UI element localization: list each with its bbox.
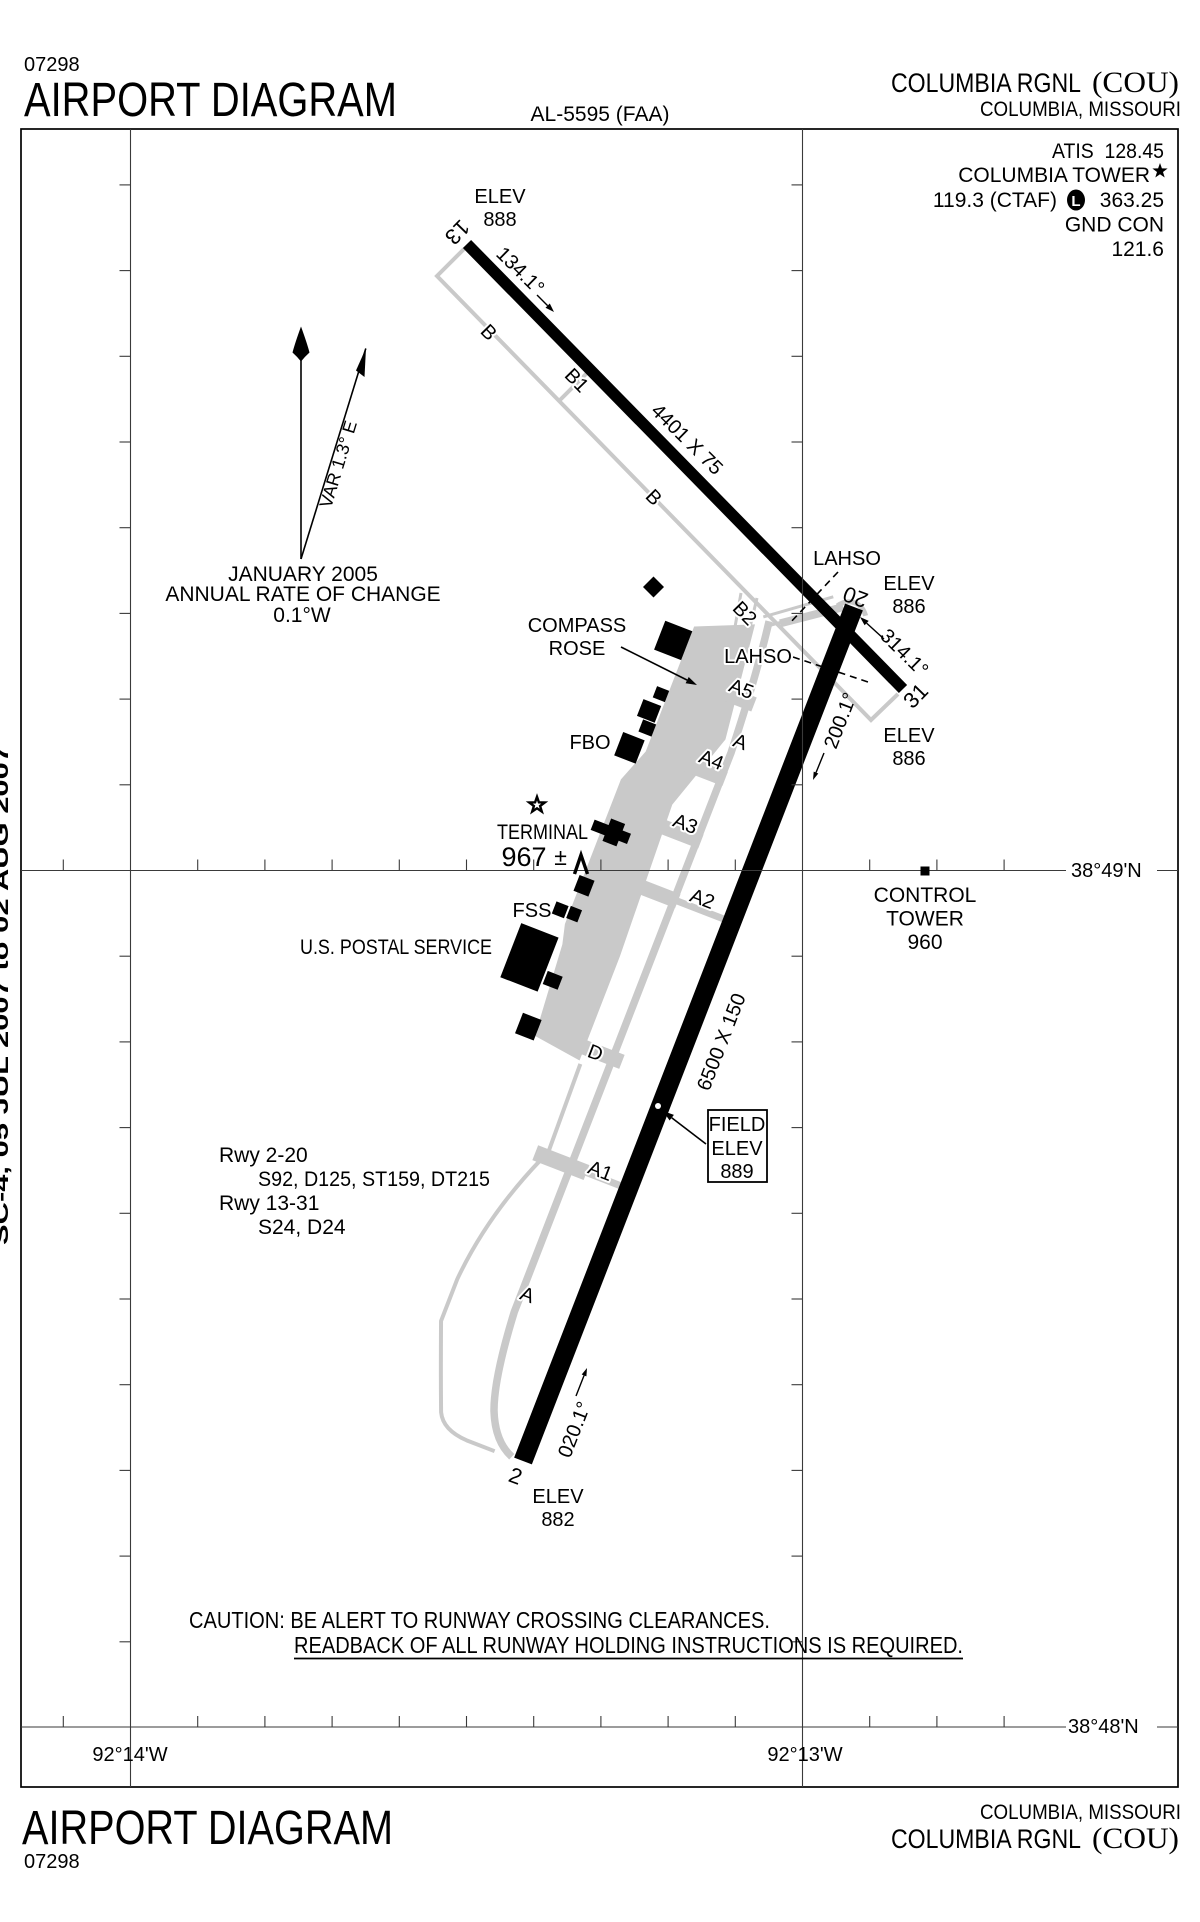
- svg-text:92°14'W: 92°14'W: [92, 1744, 167, 1766]
- svg-text:LAHSO: LAHSO: [813, 548, 881, 570]
- svg-text:COLUMBIA RGNL: COLUMBIA RGNL: [891, 1824, 1081, 1854]
- svg-text:S92, D125, ST159, DT215: S92, D125, ST159, DT215: [258, 1168, 490, 1191]
- svg-text:JANUARY 2005: JANUARY 2005: [228, 563, 378, 586]
- svg-text:AL-5595 (FAA): AL-5595 (FAA): [531, 103, 670, 126]
- svg-text:SC-4, 05 JUL 2007 to 02 AUG 20: SC-4, 05 JUL 2007 to 02 AUG 2007: [0, 745, 13, 1245]
- svg-text:AIRPORT DIAGRAM: AIRPORT DIAGRAM: [22, 1802, 393, 1855]
- svg-text:ANNUAL RATE OF CHANGE: ANNUAL RATE OF CHANGE: [165, 583, 440, 606]
- svg-text:38°49'N: 38°49'N: [1071, 860, 1142, 882]
- svg-text:92°13'W: 92°13'W: [767, 1744, 842, 1766]
- svg-text:886: 886: [892, 596, 925, 618]
- svg-text:121.6: 121.6: [1111, 238, 1164, 261]
- svg-text:READBACK OF ALL RUNWAY HOLDING: READBACK OF ALL RUNWAY HOLDING INSTRUCTI…: [294, 1632, 963, 1658]
- svg-text:(COU): (COU): [1092, 1822, 1179, 1855]
- svg-text:(COU): (COU): [1092, 66, 1179, 99]
- svg-text:960: 960: [907, 931, 942, 954]
- svg-text:119.3 (CTAF): 119.3 (CTAF): [933, 189, 1057, 212]
- svg-text:U.S. POSTAL SERVICE: U.S. POSTAL SERVICE: [300, 936, 492, 959]
- svg-text:S24, D24: S24, D24: [258, 1216, 346, 1239]
- svg-text:38°48'N: 38°48'N: [1068, 1716, 1139, 1738]
- svg-text:FBO: FBO: [569, 732, 610, 754]
- svg-text:CAUTION: BE ALERT TO RUNWAY CR: CAUTION: BE ALERT TO RUNWAY CROSSING CLE…: [189, 1607, 770, 1633]
- svg-text:07298: 07298: [24, 1851, 80, 1873]
- svg-text:TERMINAL: TERMINAL: [497, 821, 588, 844]
- svg-text:TOWER: TOWER: [886, 908, 964, 931]
- svg-text:ELEV: ELEV: [883, 573, 935, 595]
- svg-text:COLUMBIA, MISSOURI: COLUMBIA, MISSOURI: [980, 98, 1181, 121]
- svg-text:COLUMBIA RGNL: COLUMBIA RGNL: [891, 68, 1081, 98]
- svg-text:GND CON: GND CON: [1065, 214, 1164, 237]
- svg-text:967: 967: [501, 842, 546, 872]
- svg-text:ATIS 128.45: ATIS 128.45: [1052, 140, 1164, 163]
- svg-text:COMPASS: COMPASS: [528, 615, 627, 637]
- svg-text:888: 888: [483, 209, 516, 231]
- svg-text:COLUMBIA TOWER: COLUMBIA TOWER: [958, 164, 1150, 187]
- svg-text:ROSE: ROSE: [549, 638, 606, 660]
- svg-text:889: 889: [720, 1161, 753, 1183]
- svg-text:CONTROL: CONTROL: [874, 884, 977, 907]
- svg-text:LAHSO: LAHSO: [724, 646, 792, 668]
- svg-text:ELEV: ELEV: [474, 186, 526, 208]
- svg-text:Rwy 2-20: Rwy 2-20: [219, 1144, 308, 1167]
- svg-text:FSS: FSS: [513, 900, 552, 922]
- svg-text:ELEV: ELEV: [711, 1138, 763, 1160]
- svg-text:ELEV: ELEV: [532, 1486, 584, 1508]
- svg-text:07298: 07298: [24, 54, 80, 76]
- svg-text:L: L: [1071, 193, 1080, 210]
- svg-text:0.1°W: 0.1°W: [273, 604, 331, 627]
- svg-text:AIRPORT DIAGRAM: AIRPORT DIAGRAM: [24, 74, 397, 127]
- svg-text:FIELD: FIELD: [709, 1114, 766, 1136]
- svg-text:363.25: 363.25: [1100, 189, 1164, 212]
- svg-text:±: ±: [554, 844, 567, 870]
- svg-text:886: 886: [892, 748, 925, 770]
- svg-text:COLUMBIA, MISSOURI: COLUMBIA, MISSOURI: [980, 1801, 1181, 1824]
- svg-text:Rwy 13-31: Rwy 13-31: [219, 1192, 319, 1215]
- svg-text:ELEV: ELEV: [883, 725, 935, 747]
- svg-text:882: 882: [541, 1509, 574, 1531]
